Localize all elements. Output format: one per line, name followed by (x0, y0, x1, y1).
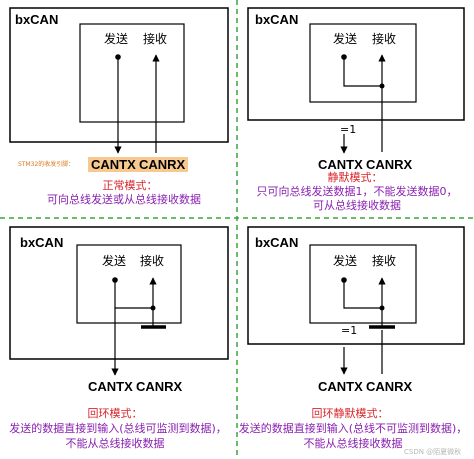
mode-title-silent: 静默模式： (327, 171, 383, 184)
receive-label: 接收 (372, 32, 397, 46)
canrx-pin: CANRX (136, 157, 189, 172)
panel-loopback (9, 226, 229, 376)
mode-desc-loopback-2: 不能从总线接收数据 (65, 437, 165, 450)
bxcan-inner-box (309, 244, 417, 324)
canrx-pin: CANRX (136, 379, 183, 394)
bxcan-outer-box (9, 7, 229, 143)
receive-label: 接收 (143, 32, 168, 46)
pin-note: STM32的收发引脚： (18, 161, 75, 168)
mode-title-loopback-silent: 回环静默模式： (311, 407, 389, 420)
cantx-pin: CANTX (318, 157, 363, 172)
mode-desc-silent-1: 只可向总线发送数据1，不能发送数据0， (256, 185, 458, 198)
bxcan-outer-box (247, 7, 465, 121)
bxcan-outer-box (247, 226, 465, 345)
bxcan-label: bxCAN (15, 12, 59, 27)
cantx-pin: CANTX (318, 379, 363, 394)
send-label: 发送 (333, 254, 358, 268)
mode-title-loopback: 回环模式： (87, 407, 143, 420)
bxcan-inner-box (76, 244, 182, 324)
bxcan-inner-box (309, 23, 417, 103)
canrx-pin: CANRX (366, 379, 413, 394)
mode-desc-loopback-1: 发送的数据直接到输入(总线可监测到数据)， (9, 422, 227, 435)
send-label: 发送 (102, 254, 127, 268)
loop-path (114, 280, 153, 309)
panel-silent (247, 7, 465, 154)
bxcan-label: bxCAN (255, 235, 299, 250)
bxcan-label: bxCAN (255, 12, 299, 27)
bxcan-label: bxCAN (20, 235, 64, 250)
mode-desc-silent-2: 可从总线接收数据 (313, 199, 401, 212)
force-one-label: =1 (341, 324, 358, 337)
mode-desc-loopback-silent-1: 发送的数据直接到输入(总线不可监测到数据)， (238, 422, 468, 435)
mode-desc-normal: 可向总线发送或从总线接收数据 (47, 193, 201, 206)
mode-title-normal: 正常模式： (102, 179, 158, 192)
receive-label: 接收 (372, 254, 397, 268)
mode-desc-loopback-silent-2: 不能从总线接收数据 (303, 437, 403, 450)
loop-path (343, 280, 382, 309)
send-label: 发送 (333, 32, 358, 46)
force-one-label: =1 (340, 123, 357, 136)
bxcan-inner-box (79, 23, 185, 123)
loop-path (343, 57, 382, 87)
cantx-pin: CANTX (88, 379, 133, 394)
panel-loopback-silent (247, 226, 465, 375)
cantx-pin: CANTX (88, 157, 139, 172)
send-label: 发送 (104, 32, 129, 46)
panel-normal (9, 7, 229, 154)
receive-label: 接收 (140, 254, 165, 268)
bxcan-outer-box (9, 226, 229, 360)
canrx-pin: CANRX (366, 157, 413, 172)
watermark: CSDN @陌夏微秋 (404, 448, 462, 456)
